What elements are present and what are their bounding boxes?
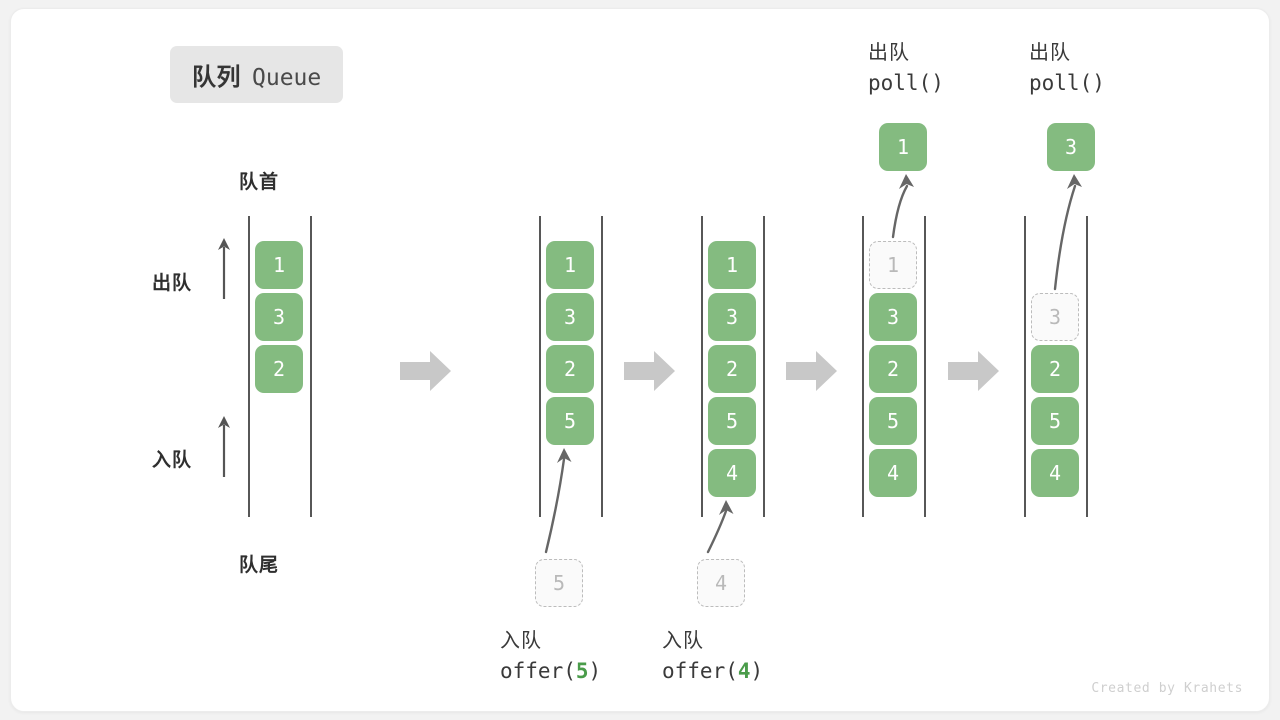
enqueue-direction-label: 入队 [152, 450, 193, 471]
enqueue-up-arrow-icon [216, 415, 232, 477]
poll-arrow-icon [881, 173, 951, 244]
queue-element: 5 [708, 397, 756, 445]
queue-element: 3 [546, 293, 594, 341]
queue-element: 5 [1031, 397, 1079, 445]
popped-element-3: 3 [1047, 123, 1095, 171]
poll-caption-cn: 出队 [1029, 42, 1071, 64]
poll-arrow-icon [1049, 173, 1119, 296]
diagram-title-badge: 队列 Queue [170, 46, 344, 103]
transition-block-arrow-icon [400, 349, 452, 393]
queue-element: 1 [708, 241, 756, 289]
queue-element: 3 [869, 293, 917, 341]
queue-element: 2 [255, 345, 303, 393]
footer-credit: Created by Krahets [1091, 681, 1243, 696]
transition-block-arrow-icon [624, 349, 676, 393]
queue-rail-right [601, 216, 603, 517]
dequeue-up-arrow-icon [216, 237, 232, 299]
queue-ghost-element: 1 [869, 241, 917, 289]
offer-arrow-icon [694, 499, 754, 559]
poll-caption: 出队 poll() [1029, 39, 1105, 98]
queue-ghost-element: 3 [1031, 293, 1079, 341]
poll-caption: 出队 poll() [868, 39, 944, 98]
queue-rail-right [763, 216, 765, 517]
queue-element: 2 [1031, 345, 1079, 393]
queue-element: 1 [546, 241, 594, 289]
incoming-element-5: 5 [535, 559, 583, 607]
queue-rail-left [862, 216, 864, 517]
queue-rail-left [1024, 216, 1026, 517]
queue-element: 4 [1031, 449, 1079, 497]
offer-caption-code: offer(5) [500, 659, 602, 683]
title-english: Queue [252, 65, 322, 91]
queue-element: 2 [708, 345, 756, 393]
queue-rail-right [924, 216, 926, 517]
queue-rail-right [310, 216, 312, 517]
offer-caption-cn: 入队 [500, 630, 542, 652]
title-chinese: 队列 [192, 64, 241, 91]
queue-element: 5 [869, 397, 917, 445]
queue-tail-label: 队尾 [239, 555, 280, 576]
queue-element: 5 [546, 397, 594, 445]
queue-head-label: 队首 [239, 172, 280, 193]
offer-caption-cn: 入队 [662, 630, 704, 652]
poll-caption-code: poll() [1029, 71, 1105, 95]
queue-element: 3 [255, 293, 303, 341]
queue-rail-right [1086, 216, 1088, 517]
queue-element: 3 [708, 293, 756, 341]
offer-arrow-icon [532, 447, 592, 559]
incoming-element-4: 4 [697, 559, 745, 607]
queue-element: 1 [255, 241, 303, 289]
poll-caption-cn: 出队 [868, 42, 910, 64]
queue-element: 2 [546, 345, 594, 393]
queue-element: 4 [869, 449, 917, 497]
offer-caption-code: offer(4) [662, 659, 764, 683]
dequeue-direction-label: 出队 [152, 273, 193, 294]
queue-rail-left [539, 216, 541, 517]
queue-rail-left [701, 216, 703, 517]
queue-rail-left [248, 216, 250, 517]
queue-element: 4 [708, 449, 756, 497]
popped-element-1: 1 [879, 123, 927, 171]
offer-caption: 入队 offer(5) [500, 627, 601, 686]
offer-caption: 入队 offer(4) [662, 627, 763, 686]
poll-caption-code: poll() [868, 71, 944, 95]
queue-element: 2 [869, 345, 917, 393]
transition-block-arrow-icon [948, 349, 1000, 393]
transition-block-arrow-icon [786, 349, 838, 393]
